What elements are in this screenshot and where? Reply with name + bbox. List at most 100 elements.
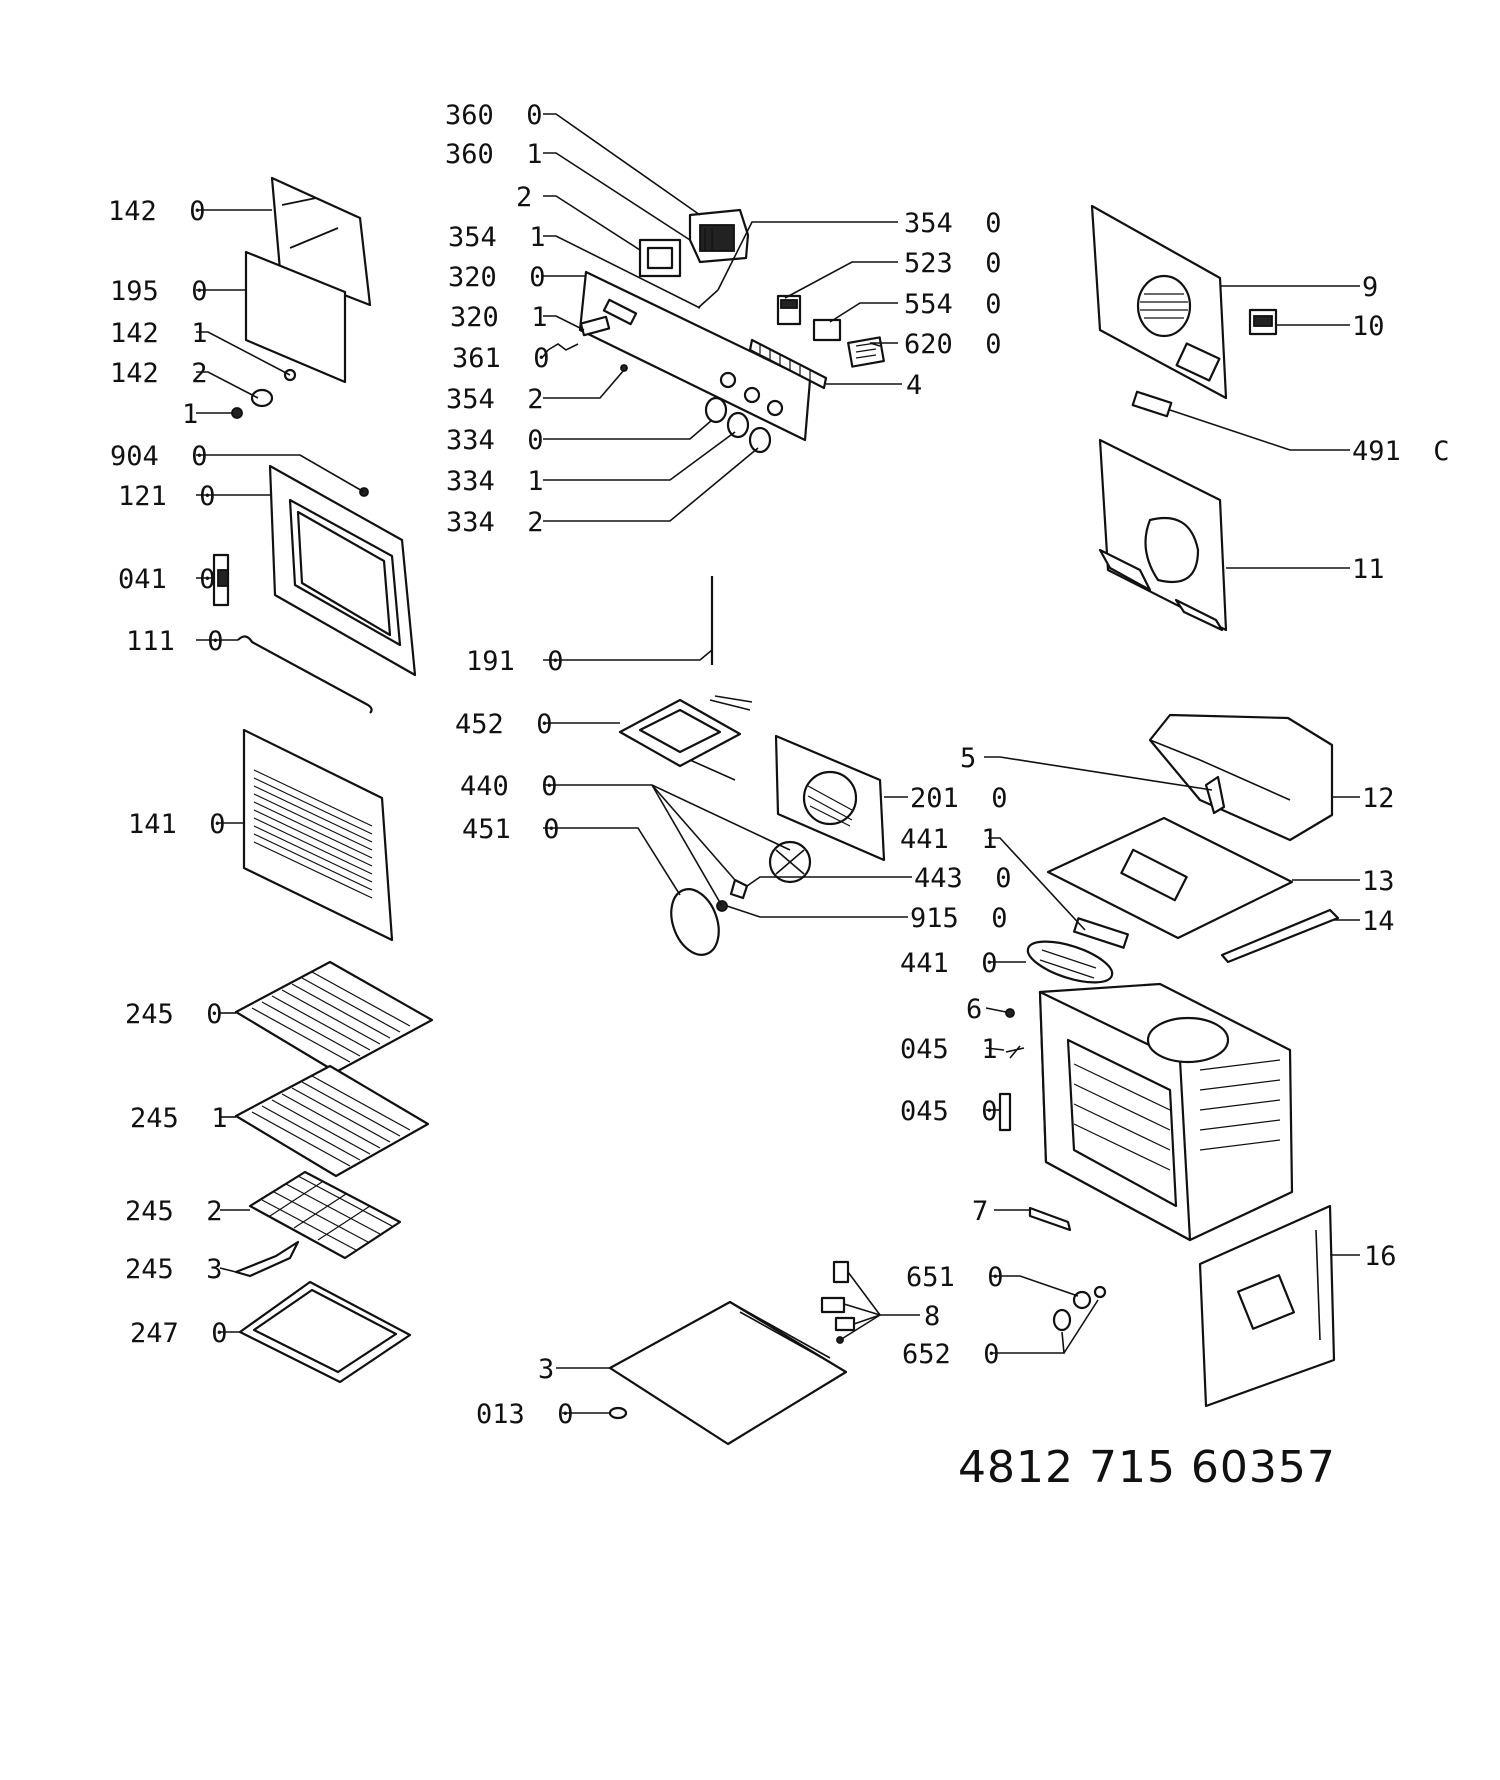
label-651-0: 651 0	[906, 1262, 1004, 1293]
part-451-0-ring-element	[670, 888, 720, 956]
part-12-top-cover	[1148, 713, 1334, 842]
part-523-0	[776, 294, 802, 326]
label-12: 12	[1362, 783, 1395, 814]
label-121-0: 121 0	[118, 481, 216, 512]
label-195-0: 195 0	[110, 276, 208, 307]
label-3: 3	[538, 1354, 554, 1385]
part-361-0	[547, 343, 579, 351]
part-440-0-fan	[768, 840, 812, 884]
part-245-1-rack	[234, 1064, 430, 1178]
label-247-0: 247 0	[130, 1318, 228, 1349]
label-652-0: 652 0	[902, 1339, 1000, 1370]
callout-labels: 360 0 360 1 2 354 1 320 0 320 1 361 0 35…	[108, 100, 1450, 1493]
label-111-0: 111 0	[126, 626, 224, 657]
part-1	[231, 407, 243, 419]
label-14: 14	[1362, 906, 1395, 937]
label-354-2: 354 2	[446, 384, 544, 415]
label-915-0: 915 0	[910, 903, 1008, 934]
part-10	[1248, 308, 1278, 336]
label-334-0: 334 0	[446, 425, 544, 456]
fan-grille	[1136, 274, 1192, 338]
label-354-1: 354 1	[448, 222, 546, 253]
label-201-0: 201 0	[910, 783, 1008, 814]
label-440-0: 440 0	[460, 771, 558, 802]
label-452-0: 452 0	[455, 709, 553, 740]
label-904-0: 904 0	[110, 441, 208, 472]
label-191-0: 191 0	[466, 646, 564, 677]
part-452-0-grill-element	[618, 695, 753, 781]
part-7	[1028, 1206, 1072, 1232]
label-1: 1	[182, 399, 198, 430]
part-491-c	[1131, 390, 1173, 418]
part-141-0-back-panel	[216, 728, 394, 942]
part-554-0	[812, 318, 842, 342]
label-360-1: 360 1	[445, 139, 543, 170]
label-142-1: 142 1	[110, 318, 208, 349]
part-013-0	[608, 1406, 628, 1420]
part-360-0	[688, 208, 750, 264]
label-142-2: 142 2	[110, 358, 208, 389]
part-320-0-control-panel	[578, 270, 812, 442]
label-491-c: 491 C	[1352, 436, 1450, 467]
control-panel-group	[542, 113, 902, 522]
part-045-1	[1005, 1045, 1025, 1059]
part-14	[1220, 908, 1340, 964]
label-4: 4	[906, 370, 922, 401]
oven-cavity	[1038, 982, 1294, 1242]
label-451-0: 451 0	[462, 814, 560, 845]
top-covers-group	[984, 713, 1360, 984]
label-441-1: 441 1	[900, 824, 998, 855]
label-443-0: 443 0	[914, 863, 1012, 894]
part-5	[1204, 775, 1226, 815]
label-013-0: 013 0	[476, 1399, 574, 1430]
door-frame-group	[196, 454, 417, 714]
label-554-0: 554 0	[904, 289, 1002, 320]
part-045-0	[998, 1092, 1012, 1132]
label-245-3: 245 3	[125, 1254, 223, 1285]
part-443-0	[729, 878, 749, 900]
label-10: 10	[1352, 311, 1385, 342]
part-11-fan-housing	[1098, 438, 1350, 632]
part-245-3	[234, 1240, 300, 1278]
part-247-0-tray	[238, 1280, 412, 1384]
racks-and-tray-group	[219, 960, 434, 1384]
label-142-0: 142 0	[108, 196, 206, 227]
label-245-2: 245 2	[125, 1196, 223, 1227]
part-6	[1005, 1008, 1015, 1018]
label-320-0: 320 0	[448, 262, 546, 293]
label-7: 7	[972, 1196, 988, 1227]
part-195-0-inner-glass	[244, 250, 347, 384]
part-245-2-grill	[248, 1170, 402, 1260]
part-3-bottom-plate	[608, 1300, 848, 1446]
label-11: 11	[1352, 554, 1385, 585]
label-245-1: 245 1	[130, 1103, 228, 1134]
label-361-0: 361 0	[452, 343, 550, 374]
label-523-0: 523 0	[904, 248, 1002, 279]
label-441-0: 441 0	[900, 948, 998, 979]
label-360-0: 360 0	[445, 100, 543, 131]
label-5: 5	[960, 743, 976, 774]
oven-cavity-group	[985, 982, 1360, 1408]
label-6: 6	[966, 994, 982, 1025]
label-9: 9	[1362, 272, 1378, 303]
label-245-0: 245 0	[125, 999, 223, 1030]
label-045-1: 045 1	[900, 1034, 998, 1065]
label-354-0: 354 0	[904, 208, 1002, 239]
label-620-0: 620 0	[904, 329, 1002, 360]
bottom-parts-group	[556, 1260, 1107, 1446]
part-041-0-hinge	[212, 553, 230, 607]
label-334-2: 334 2	[446, 507, 544, 538]
part-111-0-handle	[237, 635, 373, 714]
label-045-0: 045 0	[900, 1096, 998, 1127]
label-041-0: 041 0	[118, 564, 216, 595]
document-number: 4812 715 60357	[958, 1442, 1336, 1493]
part-245-0-rack	[234, 960, 434, 1074]
part-201-0-fan-cover	[774, 734, 886, 862]
part-142-2	[250, 388, 274, 408]
label-2: 2	[516, 182, 532, 213]
door-glass-group	[196, 176, 372, 419]
part-4	[748, 338, 828, 390]
label-141-0: 141 0	[128, 809, 226, 840]
part-652-0	[1052, 1308, 1072, 1332]
